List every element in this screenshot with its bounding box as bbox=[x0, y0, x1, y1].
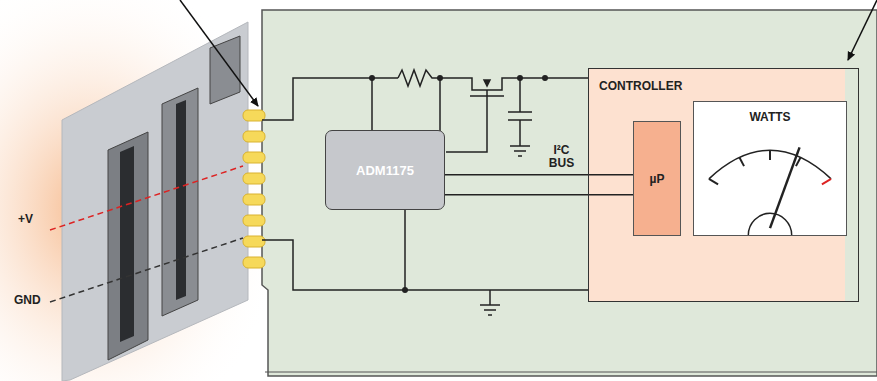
node-label: ADM1175 bbox=[356, 163, 414, 178]
bus-label: I²C BUS bbox=[542, 144, 582, 170]
ground-lead bbox=[50, 238, 243, 302]
power-wiring bbox=[262, 70, 588, 315]
chip-box: ADM1175 bbox=[325, 130, 445, 210]
signal-name: GND bbox=[14, 293, 41, 307]
glow bbox=[0, 0, 300, 381]
circuit-board bbox=[262, 10, 877, 376]
callout-arrow bbox=[180, 0, 258, 106]
mosfet-symbol bbox=[468, 78, 506, 100]
bus-connector bbox=[445, 175, 633, 195]
watt-meter: WATTS bbox=[693, 101, 847, 236]
connector-slot bbox=[162, 88, 198, 316]
controller-box: CONTROLLER µP WATTS bbox=[588, 68, 859, 302]
node-label: CONTROLLER bbox=[589, 69, 858, 93]
supply-lead bbox=[50, 166, 243, 230]
backplane bbox=[62, 22, 248, 381]
connector-slot bbox=[108, 132, 148, 360]
callout-arrow bbox=[848, 0, 877, 60]
edge-fingers bbox=[243, 110, 265, 268]
node-label: WATTS bbox=[694, 102, 846, 124]
signal-name: +V bbox=[18, 212, 33, 226]
microprocessor-box: µP bbox=[633, 121, 681, 236]
node-label: µP bbox=[650, 172, 665, 186]
